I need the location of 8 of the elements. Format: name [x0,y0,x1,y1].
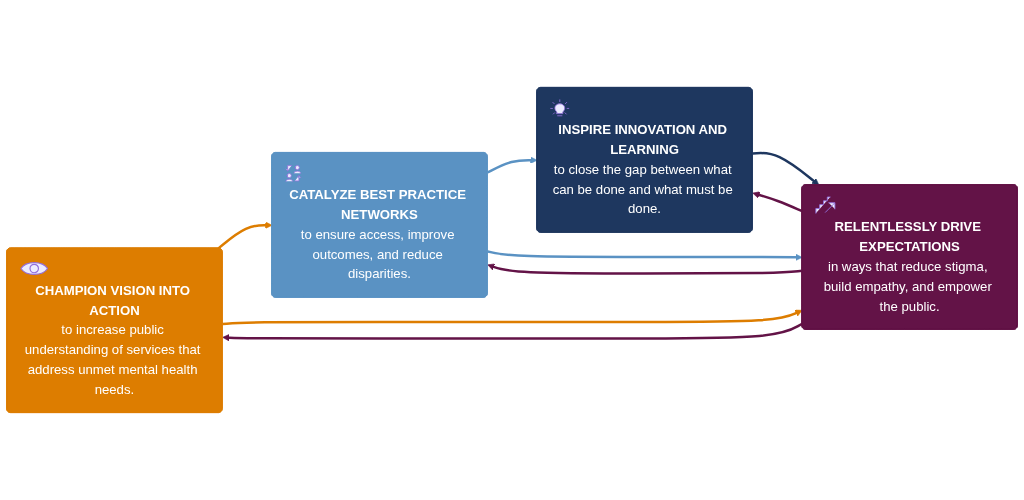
arrow [222,309,803,326]
arrow [487,250,803,261]
arrow [487,156,538,174]
arrow [752,151,820,186]
arrow [217,221,273,250]
arrow [752,191,803,213]
arrow [222,322,803,342]
arrow [487,263,803,275]
